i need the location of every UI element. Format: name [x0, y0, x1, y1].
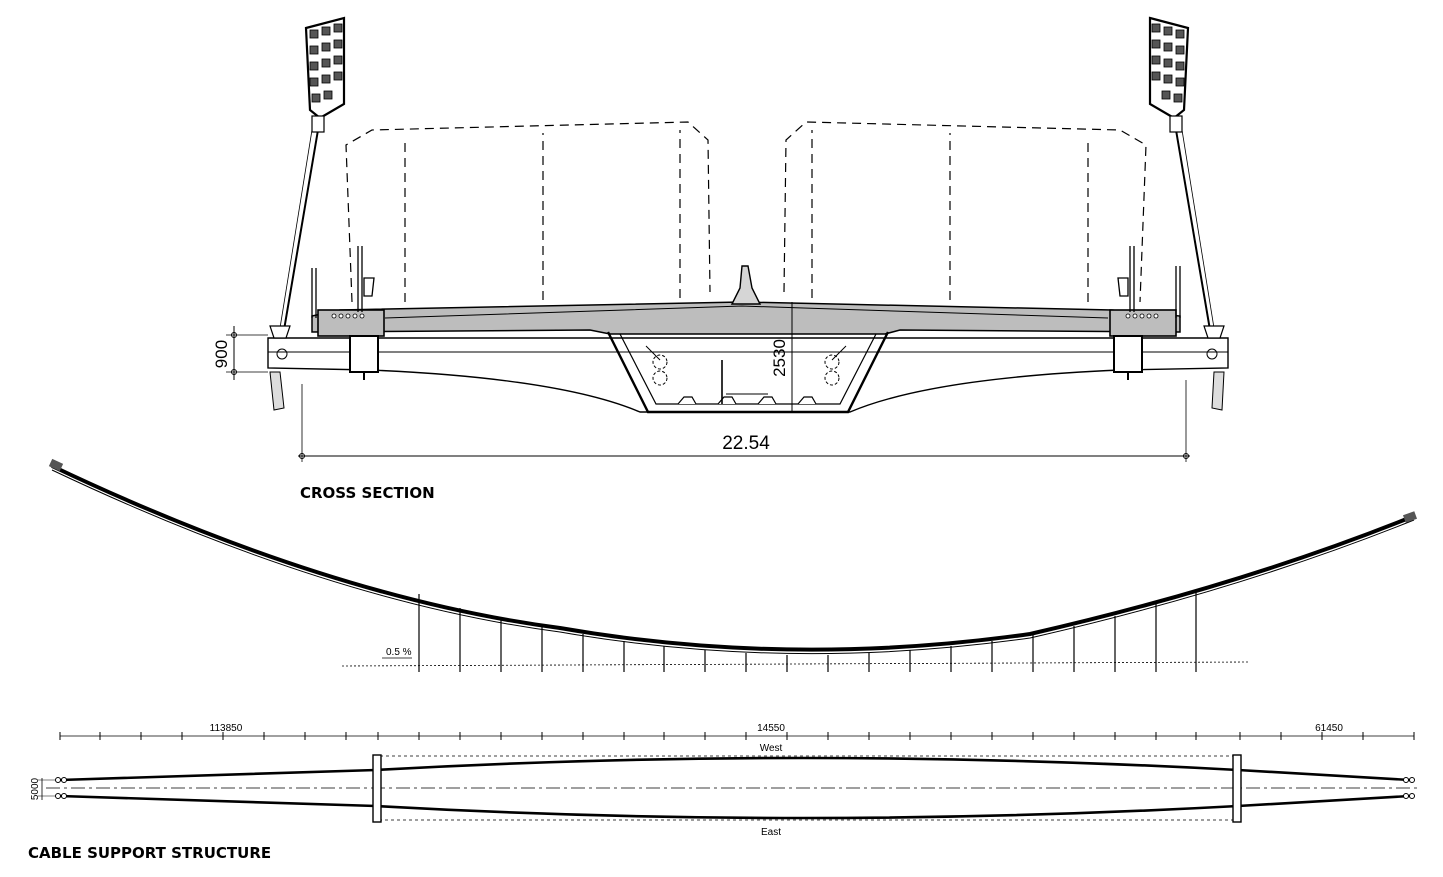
cable-plan: West East [46, 743, 1418, 838]
clearance-envelope-left [345, 121, 711, 303]
plan-side-east-label: East [761, 827, 781, 838]
railing-left [311, 246, 375, 318]
plan-width-label: 5000 [30, 777, 41, 800]
edge-beam-left [317, 309, 385, 380]
cable-elevation-view: 0.5 % [48, 458, 1418, 672]
cable-clamp-left [304, 16, 346, 133]
cross-girder [267, 337, 1229, 413]
deck-grade-line [341, 661, 1249, 667]
span-dimension-line: 113850 14550 61450 [59, 723, 1415, 740]
dimension-width-label: 22.54 [722, 433, 770, 454]
edge-beam-right [1109, 309, 1177, 380]
dimension-width: 22.54 [298, 380, 1190, 462]
dimension-side: 900 [212, 326, 268, 380]
clearance-envelope-right [783, 121, 1147, 303]
cross-section-view: 22.54 2530 900 CROSS SECTION [212, 16, 1229, 502]
cross-section-title: CROSS SECTION [300, 484, 435, 502]
cable-support-title: CABLE SUPPORT STRUCTURE [28, 844, 271, 862]
plan-view: 113850 14550 61450 West East 5000 [28, 723, 1418, 862]
span-right-label: 61450 [1315, 723, 1343, 734]
dimension-depth: 2530 [770, 302, 793, 412]
deck-slab [311, 301, 1181, 335]
span-mid-label: 14550 [757, 723, 785, 734]
plan-side-west-label: West [760, 743, 783, 754]
cable-hangers [418, 592, 1197, 672]
railing-right [1117, 246, 1181, 318]
dimension-plan-width: 5000 [30, 777, 56, 800]
slope-label: 0.5 % [386, 647, 412, 658]
cable-clamp-right [1148, 16, 1190, 133]
span-left-label: 113850 [210, 723, 243, 734]
dimension-depth-label: 2530 [770, 339, 789, 377]
box-girder [606, 331, 890, 414]
deck-surface-line [384, 305, 1109, 319]
slope-indicator: 0.5 % [382, 647, 412, 659]
hanger-left [269, 129, 319, 411]
hanger-right [1175, 129, 1225, 411]
dimension-side-label: 900 [212, 340, 231, 368]
main-cable [51, 464, 1415, 652]
central-barrier [730, 265, 762, 305]
